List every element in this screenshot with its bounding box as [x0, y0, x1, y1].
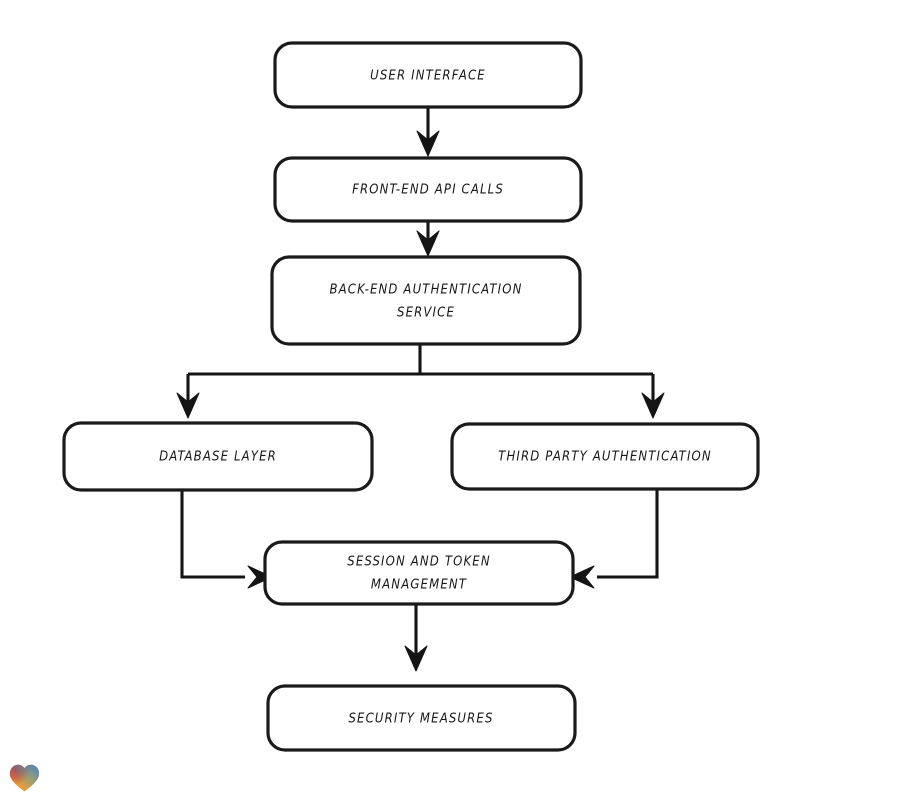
node-third-party-authentication-label: THIRD PARTY AUTHENTICATION: [498, 450, 712, 465]
node-session-and-token-management-label-line2: MANAGEMENT: [371, 578, 467, 593]
edge-backend-to-database: [176, 374, 200, 419]
node-user-interface-label: USER INTERFACE: [370, 69, 486, 84]
node-security-measures-shape: [266, 684, 577, 752]
edge-thirdparty-to-session: [569, 489, 659, 589]
node-back-end-authentication-service-label-line1: BACK-END AUTHENTICATION: [329, 283, 522, 298]
node-front-end-api-calls-label: FRONT-END API CALLS: [352, 183, 504, 198]
node-user-interface-shape: [273, 41, 583, 109]
edge-ui-to-api: [416, 107, 440, 157]
edge-api-to-backend: [416, 221, 440, 257]
heart-icon: [9, 764, 40, 792]
node-session-and-token-management-label-line1: SESSION AND TOKEN: [347, 555, 490, 570]
node-session-and-token-management-shape: [263, 540, 575, 606]
node-session-and-token-management[interactable]: SESSION AND TOKEN MANAGEMENT: [263, 540, 575, 606]
node-back-end-authentication-service[interactable]: BACK-END AUTHENTICATION SERVICE: [270, 255, 582, 346]
node-database-layer-label: DATABASE LAYER: [159, 450, 277, 465]
node-back-end-authentication-service-shape: [270, 255, 582, 346]
edge-backend-to-thirdparty: [641, 374, 665, 419]
edge-session-to-security: [404, 604, 428, 672]
node-database-layer-shape: [62, 421, 374, 492]
edge-backend-split-bus: [188, 344, 653, 376]
edge-database-to-session: [180, 490, 273, 589]
node-front-end-api-calls-shape: [273, 156, 583, 223]
node-third-party-authentication[interactable]: THIRD PARTY AUTHENTICATION: [450, 422, 760, 491]
node-third-party-authentication-shape: [450, 422, 760, 491]
node-security-measures[interactable]: SECURITY MEASURES: [266, 684, 577, 752]
node-front-end-api-calls[interactable]: FRONT-END API CALLS: [273, 156, 583, 223]
node-security-measures-label: SECURITY MEASURES: [348, 712, 493, 727]
node-back-end-authentication-service-label-line2: SERVICE: [397, 306, 455, 321]
node-user-interface[interactable]: USER INTERFACE: [273, 41, 583, 109]
node-database-layer[interactable]: DATABASE LAYER: [62, 421, 374, 492]
